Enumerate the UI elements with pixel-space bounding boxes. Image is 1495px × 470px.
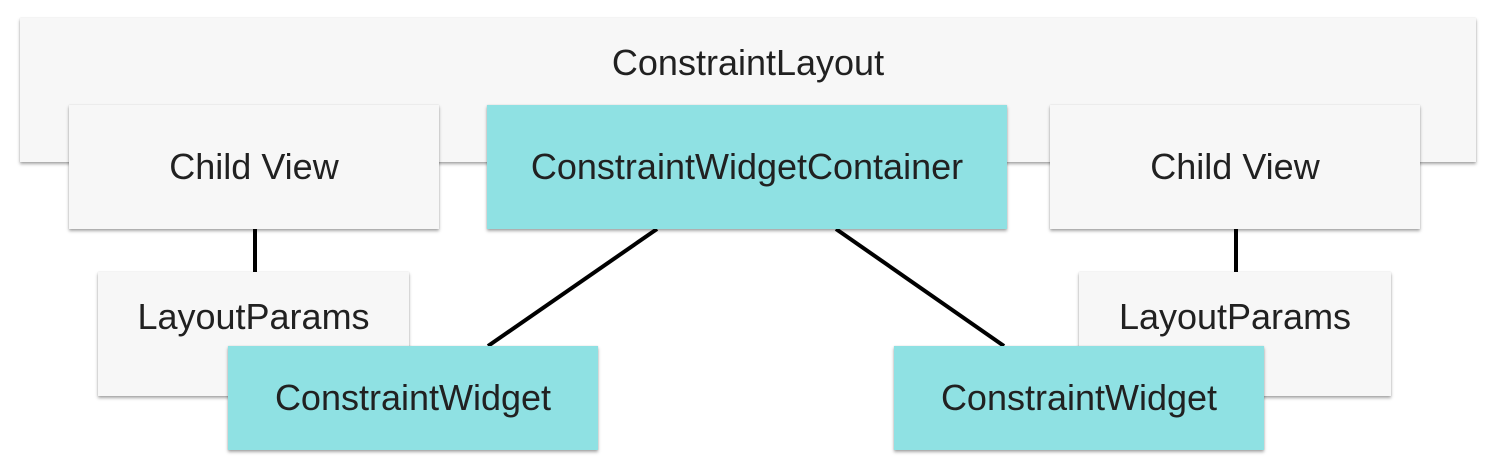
layout-params-right-label: LayoutParams xyxy=(1118,296,1352,337)
constraint-widget-container-label: ConstraintWidgetContainer xyxy=(530,146,964,187)
connector-container-to-right-widget xyxy=(834,227,1006,348)
constraint-widget-right-box: ConstraintWidget xyxy=(894,346,1264,450)
constraint-widget-right-label: ConstraintWidget xyxy=(940,377,1218,418)
child-view-left-box: Child View xyxy=(69,105,439,229)
constraint-widget-left-label: ConstraintWidget xyxy=(274,377,552,418)
constraint-layout-label: ConstraintLayout xyxy=(611,42,885,83)
child-view-right-label: Child View xyxy=(1150,146,1320,187)
child-view-left-label: Child View xyxy=(169,146,339,187)
constraint-widget-left-box: ConstraintWidget xyxy=(228,346,598,450)
connector-container-to-left-widget xyxy=(486,227,659,348)
child-view-right-box: Child View xyxy=(1050,105,1420,229)
constraint-widget-container-box: ConstraintWidgetContainer xyxy=(487,105,1007,229)
layout-params-left-label: LayoutParams xyxy=(137,296,370,337)
